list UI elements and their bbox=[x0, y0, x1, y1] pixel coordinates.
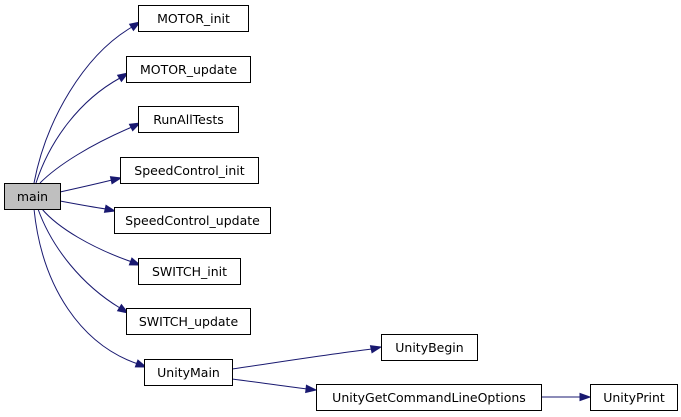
node-box[interactable] bbox=[144, 359, 233, 386]
node-label: SWITCH_init bbox=[152, 264, 227, 279]
edge-main-to-unity-main bbox=[33, 208, 148, 368]
node-label: UnityBegin bbox=[395, 340, 463, 355]
edge-main-to-switch-update bbox=[37, 208, 130, 314]
node-box[interactable] bbox=[316, 384, 542, 411]
edge-line bbox=[33, 208, 139, 365]
arrowhead-icon bbox=[128, 122, 142, 132]
node-label: MOTOR_update bbox=[140, 62, 237, 77]
node-label: SpeedControl_update bbox=[125, 213, 260, 228]
node-label: main bbox=[17, 189, 48, 204]
arrowhead-icon bbox=[128, 257, 142, 266]
node-box[interactable] bbox=[120, 157, 259, 184]
arrowhead-icon bbox=[369, 345, 383, 354]
edge-unity-main-to-unity-get-command-line-options bbox=[231, 378, 318, 394]
arrowhead-icon bbox=[579, 392, 592, 402]
edge-main-to-run-all-tests bbox=[39, 122, 142, 184]
edge-main-to-switch-init bbox=[41, 208, 142, 266]
node-label: UnityMain bbox=[157, 365, 220, 380]
node-box[interactable] bbox=[4, 183, 61, 210]
node-box[interactable] bbox=[126, 308, 251, 335]
edge-line bbox=[231, 348, 373, 370]
edge-line bbox=[35, 77, 121, 184]
node-label: SpeedControl_init bbox=[134, 163, 244, 178]
edge-line bbox=[59, 179, 113, 193]
node-switch-init[interactable]: SWITCH_init bbox=[138, 258, 241, 285]
arrowhead-icon bbox=[116, 303, 130, 314]
node-unity-main[interactable]: UnityMain bbox=[144, 359, 233, 386]
edge-line bbox=[41, 208, 133, 263]
node-label: MOTOR_init bbox=[157, 11, 230, 26]
node-box[interactable] bbox=[126, 56, 251, 83]
arrowhead-icon bbox=[103, 204, 117, 213]
node-box[interactable] bbox=[381, 334, 478, 361]
edge-main-to-motor-init bbox=[33, 21, 142, 184]
edge-unity-get-command-line-options-to-unity-print bbox=[541, 392, 592, 402]
edge-main-to-speed-control-init bbox=[59, 176, 123, 193]
node-switch-update[interactable]: SWITCH_update bbox=[126, 308, 251, 335]
node-speed-control-update[interactable]: SpeedControl_update bbox=[114, 207, 271, 234]
node-run-all-tests[interactable]: RunAllTests bbox=[138, 106, 239, 133]
node-box[interactable] bbox=[114, 207, 271, 234]
node-main[interactable]: main bbox=[4, 183, 61, 210]
edge-line bbox=[59, 200, 107, 210]
edge-main-to-speed-control-update bbox=[59, 200, 117, 213]
node-motor-update[interactable]: MOTOR_update bbox=[126, 56, 251, 83]
edge-line bbox=[37, 208, 121, 309]
arrowhead-icon bbox=[109, 176, 123, 185]
call-graph-edges bbox=[33, 21, 592, 402]
node-label: UnityPrint bbox=[603, 390, 665, 405]
node-label: UnityGetCommandLineOptions bbox=[332, 390, 526, 405]
edge-line bbox=[33, 26, 133, 184]
node-unity-begin[interactable]: UnityBegin bbox=[381, 334, 478, 361]
arrowhead-icon bbox=[305, 384, 318, 394]
node-box[interactable] bbox=[138, 106, 239, 133]
node-motor-init[interactable]: MOTOR_init bbox=[138, 5, 249, 32]
edge-unity-main-to-unity-begin bbox=[231, 345, 383, 370]
arrowhead-icon bbox=[116, 72, 130, 83]
node-label: RunAllTests bbox=[153, 112, 224, 127]
call-graph-nodes: main MOTOR_initMOTOR_updateRunAllTestsSpe… bbox=[4, 5, 678, 411]
node-speed-control-init[interactable]: SpeedControl_init bbox=[120, 157, 259, 184]
node-box[interactable] bbox=[138, 258, 241, 285]
edge-line bbox=[39, 126, 133, 184]
node-unity-print[interactable]: UnityPrint bbox=[590, 384, 678, 411]
node-box[interactable] bbox=[590, 384, 678, 411]
node-box[interactable] bbox=[138, 5, 249, 32]
edge-main-to-motor-update bbox=[35, 72, 130, 184]
node-unity-get-command-line-options[interactable]: UnityGetCommandLineOptions bbox=[316, 384, 542, 411]
edge-line bbox=[231, 378, 308, 390]
node-label: SWITCH_update bbox=[139, 314, 239, 329]
arrowhead-icon bbox=[134, 359, 148, 368]
arrowhead-icon bbox=[128, 21, 142, 32]
